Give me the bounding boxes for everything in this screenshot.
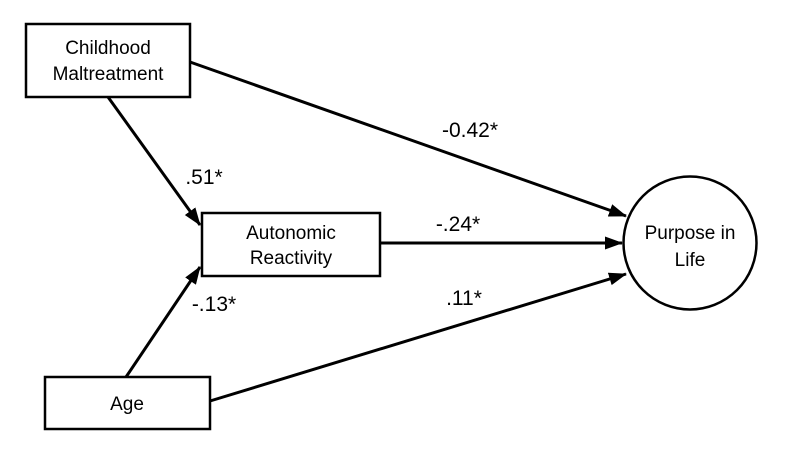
coefficient-cm-to-ar: .51* <box>185 166 222 189</box>
childhood-maltreatment-box <box>24 22 192 99</box>
arrow-childhood-maltreatment-to-purpose-in-life <box>189 60 627 218</box>
coefficient-cm-to-pil: -0.42* <box>442 119 498 142</box>
autonomic-reactivity-label-line2: Reactivity <box>250 248 333 269</box>
arrow-age-to-autonomic-reactivity <box>124 266 202 378</box>
childhood-maltreatment-label-line1: Childhood <box>65 38 151 59</box>
coefficient-age-to-pil: .11* <box>446 287 482 310</box>
purpose-in-life-circle <box>622 175 758 311</box>
purpose-in-life-label-line2: Life <box>675 250 706 271</box>
autonomic-reactivity-label-line1: Autonomic <box>246 223 336 244</box>
node-purpose-in-life: Purpose in Life <box>622 175 758 311</box>
age-label: Age <box>110 394 144 415</box>
node-childhood-maltreatment: Childhood Maltreatment <box>24 22 192 99</box>
coefficient-ar-to-pil: -.24* <box>436 213 480 236</box>
purpose-in-life-label-line1: Purpose in <box>645 223 736 244</box>
childhood-maltreatment-label-line2: Maltreatment <box>53 64 165 85</box>
autonomic-reactivity-box <box>200 211 382 278</box>
arrow-childhood-maltreatment-to-autonomic-reactivity <box>106 96 202 226</box>
coefficient-age-to-ar: -.13* <box>192 293 236 316</box>
diagram-edges <box>106 60 627 403</box>
node-autonomic-reactivity: Autonomic Reactivity <box>200 211 382 278</box>
age-box <box>43 375 212 431</box>
node-age: Age <box>43 375 212 431</box>
arrow-age-to-purpose-in-life <box>209 272 627 403</box>
